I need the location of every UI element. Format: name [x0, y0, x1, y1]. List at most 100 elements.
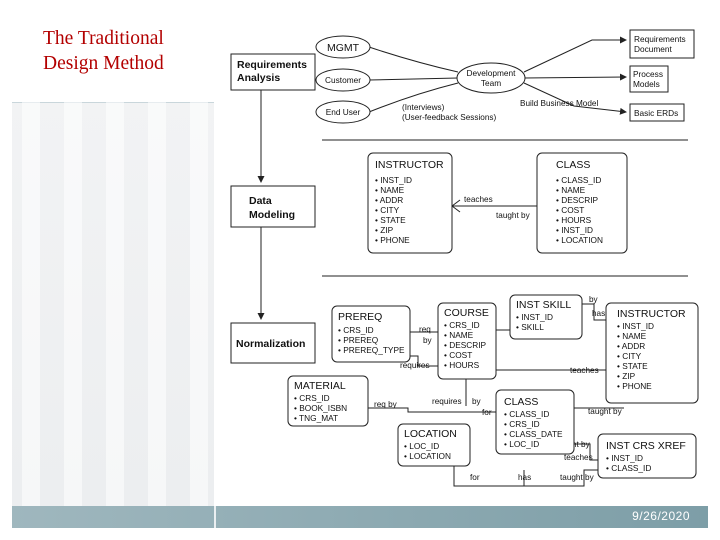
development-team-line-1: Development	[467, 68, 517, 78]
rel-by-skill-label: by	[589, 295, 599, 304]
entity-field: • CRS_ID	[294, 393, 330, 403]
entity-field: • TNG_MAT	[294, 413, 338, 423]
entity-name: COURSE	[444, 307, 489, 319]
build-business-model-label: Build Business Model	[520, 99, 598, 108]
slide-title: The Traditional Design Method	[43, 26, 218, 76]
relationship-line	[582, 303, 606, 321]
entity-field: • PHONE	[375, 235, 410, 245]
feedback-sessions-label: (User-feedback Sessions)	[402, 113, 496, 122]
entity-box	[331, 305, 411, 363]
step-data-modeling-line-2: Modeling	[249, 209, 295, 221]
relationship-line	[368, 407, 496, 413]
output-requirements-document	[629, 29, 695, 59]
entity-field: • CITY	[617, 351, 642, 361]
normalization-panel: req by requires by has teaches req by re…	[287, 294, 699, 487]
stakeholder-end-user	[315, 100, 371, 124]
slide-title-line-2: Design Method	[43, 53, 164, 74]
entity-field: • NAME	[617, 331, 647, 341]
entity-name: CLASS	[556, 159, 590, 171]
process-steps: Requirements Analysis Data Modeling Norm…	[230, 53, 316, 364]
connector	[368, 46, 459, 73]
entity-box	[605, 302, 699, 404]
crows-foot	[451, 199, 461, 207]
entity-field: • COST	[556, 205, 584, 215]
step-normalization-label: Normalization	[236, 338, 305, 350]
output-requirements-document-line-1: Requirements	[634, 34, 686, 44]
title-area-background	[12, 10, 218, 102]
rel-teaches-xref-label: teaches	[564, 453, 593, 462]
stakeholder-end-user-label: End User	[326, 107, 361, 117]
connector	[368, 77, 459, 81]
rel-has-skill-label: has	[592, 309, 605, 318]
rel-by-label: by	[423, 336, 433, 345]
rel-by-class-label: by	[472, 397, 482, 406]
relationship-line	[574, 443, 598, 461]
step-requirements-analysis	[230, 53, 316, 91]
entity-class: CLASS • CLASS_ID • NAME • DESCRIP • COST…	[536, 152, 628, 254]
entity-field: • HOURS	[444, 360, 480, 370]
entity-field: • DESCRIP	[556, 195, 599, 205]
relationship-line	[453, 456, 525, 487]
connector	[523, 73, 627, 81]
entity-field: • LOC_ID	[504, 439, 539, 449]
stakeholder-customer-label: Customer	[325, 75, 361, 85]
output-process-models	[629, 65, 669, 93]
entity-name: MATERIAL	[294, 380, 346, 392]
stakeholder-mgmt	[315, 35, 371, 59]
design-method-figure: Requirements Analysis Data Modeling Norm…	[214, 14, 708, 506]
development-team	[456, 62, 526, 94]
entity-field: • LOCATION	[404, 451, 451, 461]
entity-box	[397, 423, 471, 467]
step-requirements-line-1: Requirements	[237, 59, 307, 71]
entity-name: CLASS	[504, 396, 538, 408]
entity-field: • NAME	[556, 185, 586, 195]
rel-requires-label: requires	[400, 361, 430, 370]
entity-box	[536, 152, 628, 254]
entity-field: • LOCATION	[556, 235, 603, 245]
rel-req-label: req	[419, 325, 431, 334]
rel-taught-by-bottom-label: taught by	[560, 473, 595, 482]
entity-field: • DESCRIP	[444, 340, 487, 350]
rel-req-by-label: req by	[374, 400, 398, 409]
entity-field: • COST	[444, 350, 472, 360]
output-process-models-line-2: Models	[633, 79, 660, 89]
connector	[523, 82, 627, 115]
decorative-stripe	[190, 102, 208, 506]
entity-field: • INST_ID	[617, 321, 654, 331]
decorative-stripe	[22, 102, 40, 506]
entity-field: • NAME	[444, 330, 474, 340]
entity-field: • LOC_ID	[404, 441, 439, 451]
entity-field: • CITY	[375, 205, 400, 215]
entity-name: INST SKILL	[516, 299, 571, 311]
entity-field: • ZIP	[375, 225, 394, 235]
entity-instructor-normalized: INSTRUCTOR • INST_ID • NAME • ADDR • CIT…	[605, 302, 699, 404]
requirements-analysis-panel: MGMT Customer End User Development Team …	[315, 29, 695, 124]
entity-field: • PREREQ_TYPE	[338, 345, 405, 355]
entity-field: • ZIP	[617, 371, 636, 381]
relationship-line	[410, 355, 438, 367]
relationship-line	[524, 469, 598, 487]
footer-bar: 9/26/2020	[12, 506, 708, 528]
entity-box	[597, 433, 697, 479]
entity-field: • INST_ID	[556, 225, 593, 235]
crows-foot	[451, 205, 461, 213]
footer-divider	[214, 506, 216, 528]
step-normalization	[230, 322, 316, 364]
rel-for-class-label: for	[482, 408, 492, 417]
decorative-stripe	[148, 102, 166, 506]
entity-field: • INST_ID	[606, 453, 643, 463]
entity-name: INSTRUCTOR	[617, 308, 686, 320]
step-data-modeling	[230, 185, 316, 228]
step-requirements-line-2: Analysis	[237, 72, 280, 84]
step-data-modeling-line-1: Data	[249, 195, 272, 207]
entity-box	[509, 294, 583, 340]
entity-field: • CRS_ID	[444, 320, 480, 330]
development-team-line-2: Team	[481, 78, 501, 88]
design-method-diagram: Requirements Analysis Data Modeling Norm…	[230, 29, 699, 487]
rel-taught-by-label: taught by	[588, 407, 623, 416]
entity-inst-skill: INST SKILL • INST_ID • SKILL	[509, 294, 583, 340]
entity-instructor: INSTRUCTOR • INST_ID • NAME • ADDR • CIT…	[367, 152, 453, 254]
decorative-stripe	[64, 102, 82, 506]
left-decorative-panel	[12, 10, 218, 506]
